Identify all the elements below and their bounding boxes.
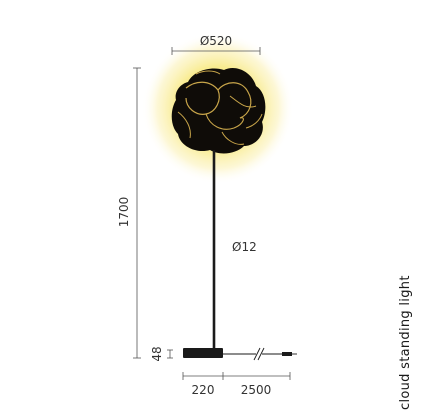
cable-length-label: 2500 (241, 383, 272, 397)
stem-diameter-label: Ø12 (232, 240, 257, 254)
shade-diameter-label: Ø520 (200, 34, 232, 48)
lamp-shade (171, 67, 266, 154)
base-width-label: 220 (192, 383, 215, 397)
lamp-base (183, 348, 223, 358)
product-title: cloud standing light (398, 275, 413, 410)
base-height-label: 48 (150, 346, 164, 361)
bottom-dimension-line (182, 372, 291, 380)
power-cable (223, 347, 297, 361)
height-dimension (133, 67, 141, 359)
shade-diameter-dimension (171, 47, 261, 55)
base-height-dimension (167, 349, 173, 359)
height-label: 1700 (117, 197, 131, 228)
